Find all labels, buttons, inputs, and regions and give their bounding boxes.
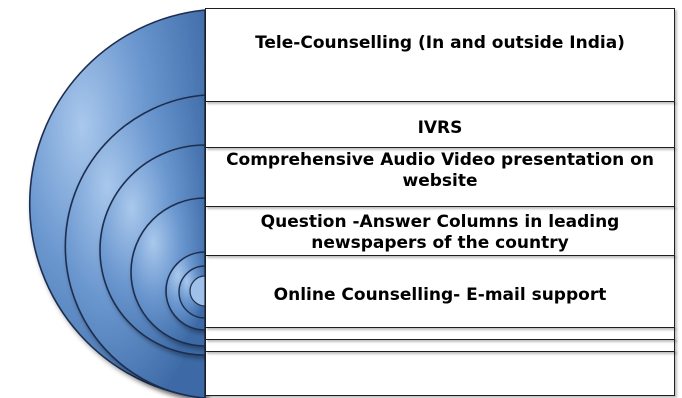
arc-band-7 [189,275,206,307]
item-label-2: IVRS [417,118,463,138]
item-label-5: Online Counselling- E-mail support [273,285,607,305]
item-box-1 [205,8,675,102]
empty-box-3 [205,327,675,340]
item-label-1: Tele-Counselling (In and outside India) [255,33,625,53]
item-label-3: Comprehensive Audio Video presentation o… [226,150,654,191]
empty-box-4 [205,338,675,352]
item-label-4: Question -Answer Columns in leading news… [260,212,620,253]
empty-box-bottom [205,350,675,396]
